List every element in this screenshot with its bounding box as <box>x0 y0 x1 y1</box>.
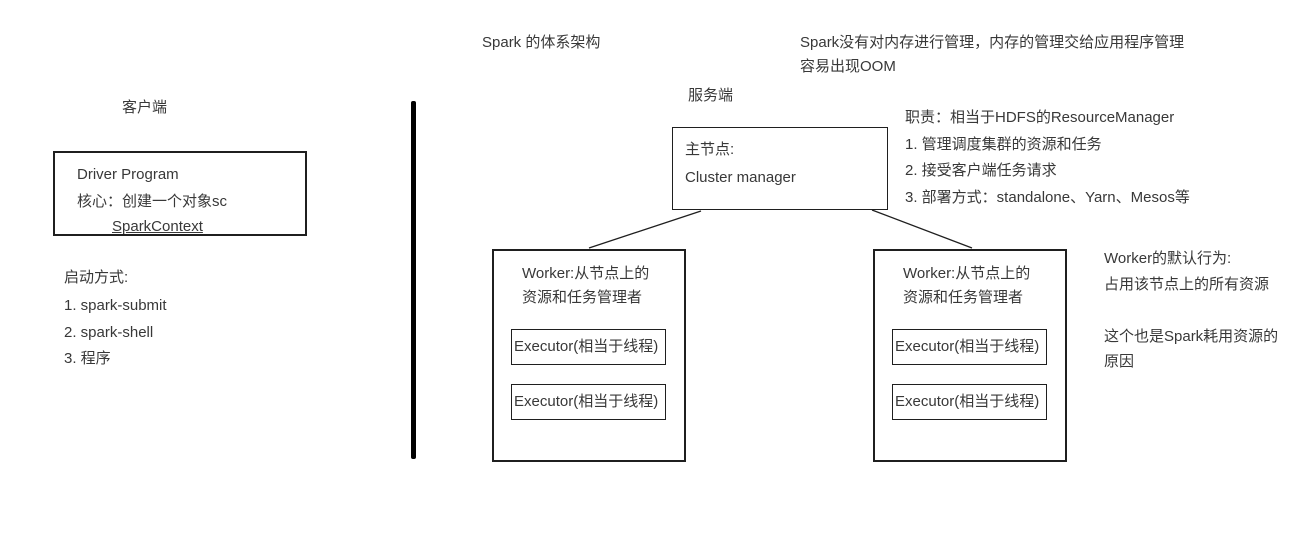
worker-left-line2: 资源和任务管理者 <box>522 289 643 306</box>
driver-line1: Driver Program <box>77 166 179 183</box>
connector-master-to-left-worker <box>588 210 702 249</box>
worker-right-line1: Worker:从节点上的 <box>903 265 1031 282</box>
worker-right-line2: 资源和任务管理者 <box>903 289 1024 306</box>
executor-box: Executor(相当于线程) <box>511 384 666 420</box>
executor-label: Executor(相当于线程) <box>514 393 659 410</box>
master-line2: Cluster manager <box>685 169 796 186</box>
worker-box-left: Worker:从节点上的 资源和任务管理者 Executor(相当于线程) Ex… <box>492 249 686 462</box>
client-section-label: 客户端 <box>122 99 168 116</box>
worker-left-line1: Worker:从节点上的 <box>522 265 650 282</box>
worker-box-right: Worker:从节点上的 资源和任务管理者 Executor(相当于线程) Ex… <box>873 249 1067 462</box>
launch-list-title: 启动方式: <box>64 269 129 286</box>
duties-title: 职责：相当于HDFS的ResourceManager <box>905 109 1175 126</box>
master-line1: 主节点: <box>685 141 735 158</box>
executor-box: Executor(相当于线程) <box>892 329 1047 365</box>
executor-box: Executor(相当于线程) <box>892 384 1047 420</box>
duties-item-2: 2. 接受客户端任务请求 <box>905 162 1057 179</box>
worker-note-line1: Worker的默认行为: <box>1104 250 1232 267</box>
launch-item-3: 3. 程序 <box>64 350 111 367</box>
driver-line3: SparkContext <box>112 218 203 235</box>
worker-note-line2: 占用该节点上的所有资源 <box>1104 276 1270 293</box>
executor-label: Executor(相当于线程) <box>895 338 1040 355</box>
duties-item-3: 3. 部署方式：standalone、Yarn、Mesos等 <box>905 189 1190 206</box>
executor-label: Executor(相当于线程) <box>895 393 1040 410</box>
memory-note-line1: Spark没有对内存进行管理，内存的管理交给应用程序管理 <box>800 34 1185 51</box>
executor-box: Executor(相当于线程) <box>511 329 666 365</box>
worker-note-line4: 原因 <box>1104 353 1135 370</box>
master-node-box: 主节点: Cluster manager <box>672 127 888 210</box>
server-section-label: 服务端 <box>688 87 734 104</box>
driver-line2: 核心：创建一个对象sc <box>77 193 228 210</box>
section-divider-line <box>411 101 416 459</box>
launch-item-1: 1. spark-submit <box>64 297 167 314</box>
launch-item-2: 2. spark-shell <box>64 324 154 341</box>
connector-master-to-right-worker <box>871 209 973 249</box>
driver-program-box: Driver Program 核心：创建一个对象sc SparkContext <box>53 151 307 236</box>
duties-item-1: 1. 管理调度集群的资源和任务 <box>905 136 1102 153</box>
diagram-title: Spark 的体系架构 <box>482 34 601 51</box>
executor-label: Executor(相当于线程) <box>514 338 659 355</box>
worker-note-line3: 这个也是Spark耗用资源的 <box>1104 328 1279 345</box>
memory-note-line2: 容易出现OOM <box>800 58 896 75</box>
